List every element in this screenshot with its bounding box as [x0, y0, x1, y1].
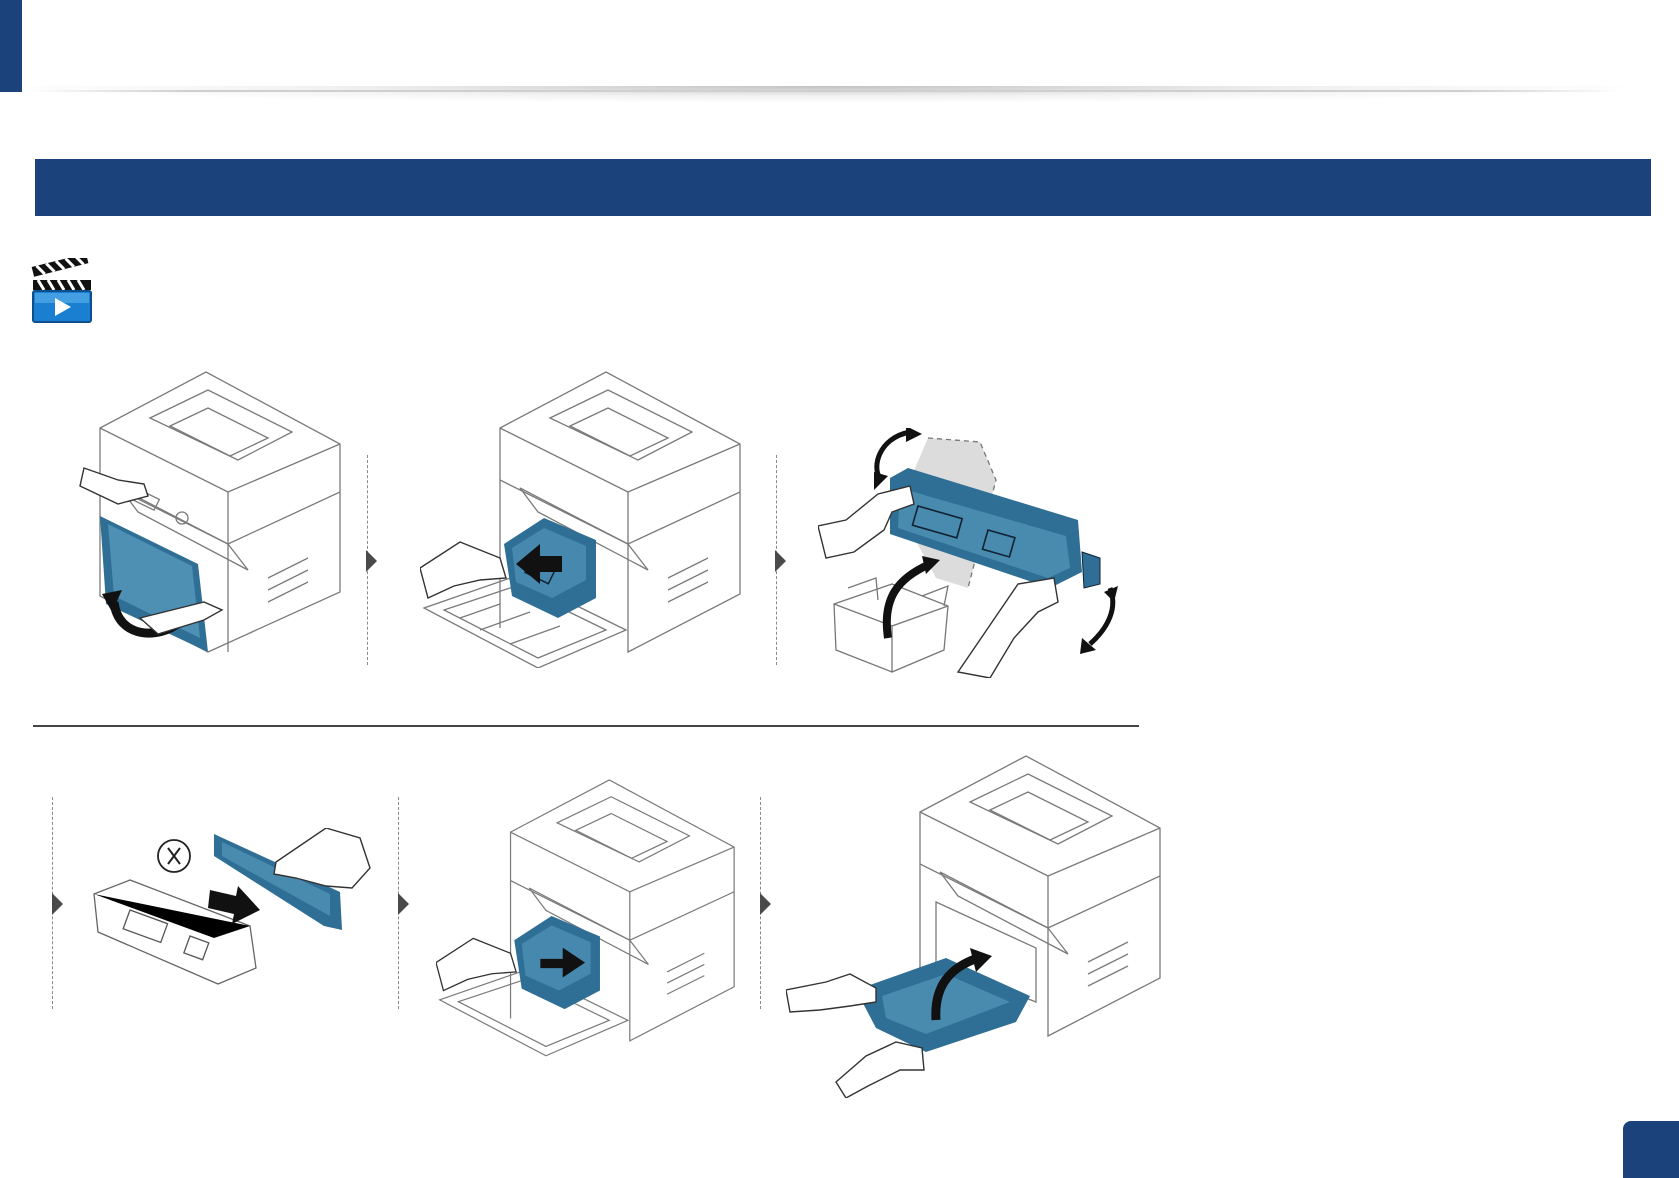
step-arrow-icon [52, 893, 63, 915]
step-arrow-icon [398, 893, 409, 915]
video-clip-icon[interactable] [31, 258, 93, 324]
shake-toner-cartridge-illustration [818, 428, 1128, 678]
header-accent-tab [0, 0, 22, 92]
insert-toner-cartridge-illustration [436, 766, 736, 1066]
header-divider [30, 90, 1620, 92]
header-shadow [30, 86, 1620, 102]
pull-out-toner-cartridge-illustration [420, 368, 742, 668]
section-title-bar [35, 159, 1651, 216]
close-front-cover-illustration [786, 752, 1162, 1098]
remove-protective-cover-illustration [90, 828, 380, 990]
open-front-cover-illustration [78, 368, 360, 660]
page-number-badge [1623, 1121, 1679, 1178]
row-divider [33, 725, 1139, 727]
step-arrow-icon [775, 550, 786, 572]
step-arrow-icon [760, 893, 771, 915]
step-arrow-icon [366, 550, 377, 572]
